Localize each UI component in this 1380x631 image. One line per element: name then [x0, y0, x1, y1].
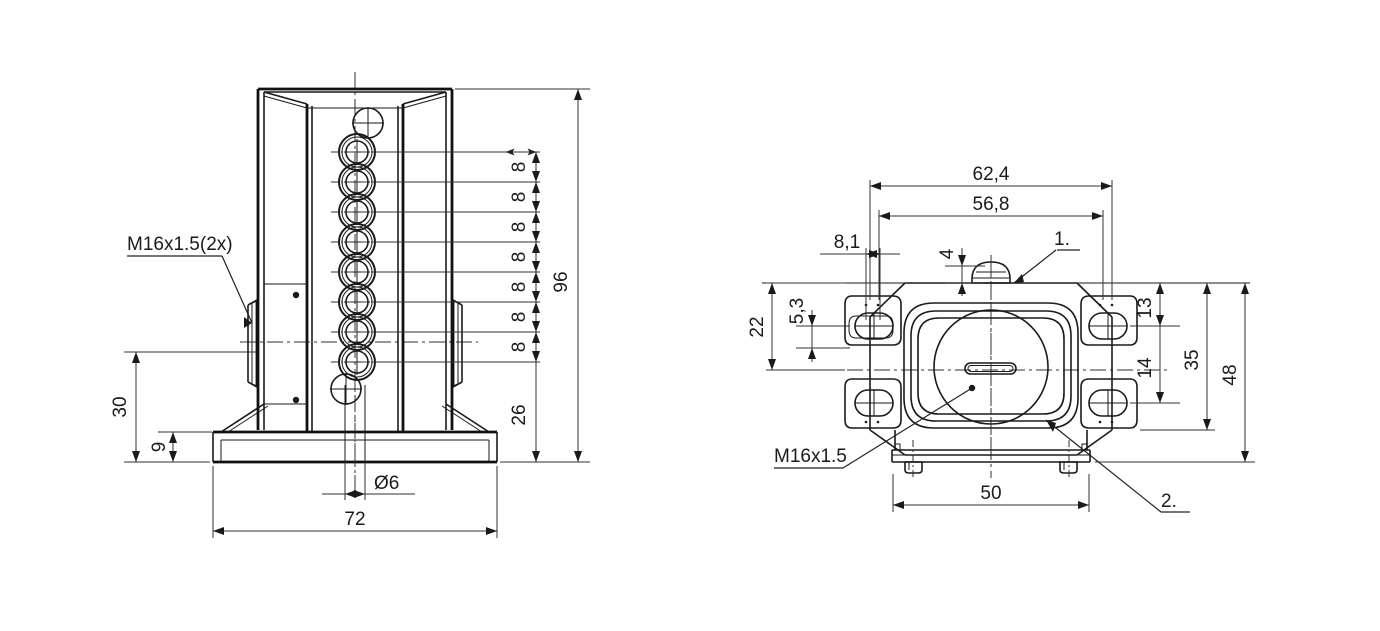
dim-56-8: 56,8 — [878, 194, 1104, 300]
left-view-side-boss-left — [247, 299, 259, 388]
right-view-group: 62,4 56,8 8,1 4 — [747, 164, 1255, 513]
dim-4-text: 4 — [937, 248, 958, 259]
dim-30-text: 30 — [110, 396, 131, 417]
dim-13-text: 13 — [1135, 297, 1156, 318]
dim-62-4-text: 62,4 — [973, 164, 1010, 185]
dim-5-3: 5,3 — [787, 298, 850, 362]
dim-9-text: 9 — [149, 442, 170, 453]
callout-m16-text: M16x1.5 — [774, 446, 847, 467]
callout-item-1-text: 1. — [1054, 229, 1070, 250]
dim-22-text: 22 — [747, 316, 768, 337]
dim-35-text: 35 — [1182, 349, 1203, 370]
dim-14-text: 14 — [1135, 357, 1156, 379]
callout-m16-2x: M16x1.5(2x) — [127, 234, 253, 328]
dim-pitch-chain: 8 8 8 8 8 8 8 — [505, 148, 540, 362]
dim-14: 14 — [1130, 326, 1180, 404]
dim-pitch-4: 8 — [509, 252, 530, 263]
dim-22: 22 — [747, 282, 845, 371]
dim-96-text: 96 — [551, 271, 572, 292]
screw-hole-lower — [292, 396, 300, 404]
dim-4: 4 — [937, 248, 985, 296]
dim-9: 9 — [149, 431, 212, 462]
dim-8-1: 8,1 — [820, 232, 900, 320]
dim-pitch-7: 8 — [509, 342, 530, 353]
dim-pitch-1: 8 — [509, 162, 530, 173]
right-view-lug-upper-left — [844, 295, 902, 346]
dim-5-3-text: 5,3 — [787, 298, 808, 324]
dim-35: 35 — [1140, 283, 1215, 431]
dim-8-1-text: 8,1 — [834, 232, 860, 253]
dim-13: 13 — [1130, 283, 1180, 327]
dim-pitch-2: 8 — [509, 192, 530, 203]
callout-item-2: 2. — [1045, 419, 1190, 513]
dim-72: 72 — [212, 466, 498, 538]
dim-pitch-3: 8 — [509, 222, 530, 233]
port-circle-8 — [331, 343, 383, 381]
dim-50: 50 — [892, 474, 1090, 512]
dim-48: 48 — [1095, 283, 1255, 463]
dim-62-4: 62,4 — [869, 164, 1113, 300]
left-view-group: 8 8 8 8 8 8 8 26 96 30 — [110, 72, 590, 538]
dim-56-8-text: 56,8 — [973, 194, 1010, 215]
dim-48-text: 48 — [1220, 364, 1241, 385]
right-view-lug-lower-right — [1080, 378, 1138, 429]
callout-m16: M16x1.5 — [774, 384, 976, 469]
callout-item-2-text: 2. — [1161, 491, 1177, 512]
right-view-lug-lower-left — [844, 378, 902, 429]
right-view-top-dome-boss — [971, 256, 1011, 300]
dim-26: 26 — [509, 362, 540, 462]
dim-26-text: 26 — [509, 404, 530, 425]
dim-72-text: 72 — [344, 509, 365, 530]
screw-hole-upper — [292, 291, 300, 299]
dim-50-text: 50 — [980, 483, 1001, 504]
dim-96: 96 — [551, 89, 582, 462]
left-view-side-boss-right — [451, 299, 463, 388]
dim-diameter-6: Ø6 — [322, 462, 415, 500]
dim-pitch-6: 8 — [509, 312, 530, 323]
callout-item-1: 1. — [1013, 229, 1080, 284]
dim-pitch-5: 8 — [509, 282, 530, 293]
right-view-lug-upper-right — [1080, 295, 1138, 346]
right-view-base-plate — [891, 430, 1091, 478]
dim-30: 30 — [110, 351, 256, 463]
dim-diameter-6-text: Ø6 — [374, 473, 399, 494]
left-view-inner-plate — [264, 283, 307, 405]
callout-m16-2x-text: M16x1.5(2x) — [127, 234, 233, 255]
